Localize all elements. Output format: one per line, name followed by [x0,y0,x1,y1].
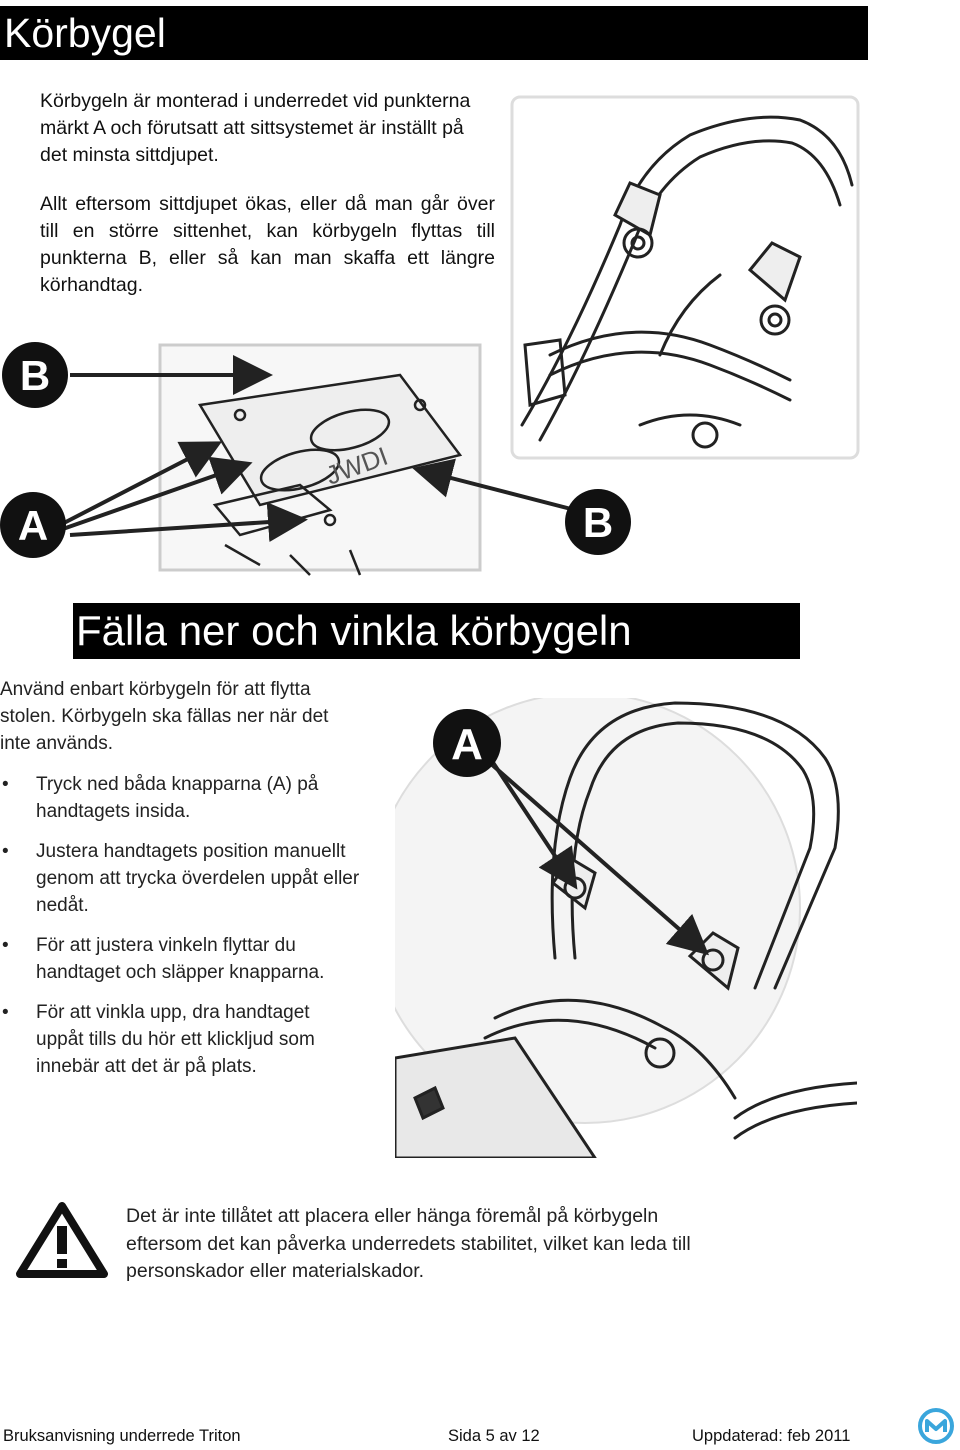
instructions-list: •Tryck ned båda knapparna (A) på handtag… [0,771,360,1080]
svg-text:A: A [18,502,48,549]
page-title: Körbygel [4,10,166,56]
section-title-bar: Fälla ner och vinkla körbygeln [73,603,800,659]
mounting-points-illustration: JWDI B A B [0,335,650,580]
bullet: • [2,1002,9,1023]
list-item: •Tryck ned båda knapparna (A) på handtag… [0,771,360,825]
title-bar: Körbygel [0,6,868,60]
bullet: • [2,935,9,956]
label-b-right: B [565,489,631,555]
intro-paragraph-1: Körbygeln är monterad i underredet vid p… [40,90,471,166]
label-b-top: B [2,342,68,408]
svg-text:B: B [20,352,50,399]
bullet: • [2,841,9,862]
footer-title: Bruksanvisning underrede Triton [3,1427,241,1445]
warning-text: Det är inte tillåtet att placera eller h… [126,1205,691,1282]
label-a-left: A [0,492,66,558]
list-item: •För att justera vinkeln flyttar du hand… [0,932,360,986]
handle-joints-illustration [510,95,860,460]
bullet: • [2,774,9,795]
intro-paragraph-2: Allt eftersom sittdjupet ökas, eller då … [40,193,495,296]
svg-text:B: B [583,499,613,546]
warning-triangle-icon [14,1200,110,1280]
updated-date: Uppdaterad: feb 2011 [692,1427,851,1445]
handle-adjustment-illustration: A [395,698,857,1158]
svg-text:A: A [451,720,483,769]
instructions-lead: Använd enbart körbygeln för att flytta s… [0,679,329,754]
label-a-handle: A [433,709,501,777]
list-item: •För att vinkla upp, dra handtaget uppåt… [0,999,360,1080]
footer: Bruksanvisning underrede Triton Sida 5 a… [0,1427,960,1449]
page-number: Sida 5 av 12 [448,1427,540,1445]
intro-text: Körbygeln är monterad i underredet vid p… [40,88,495,321]
m-logo-icon [918,1408,954,1444]
section-title: Fälla ner och vinkla körbygeln [76,607,632,654]
instructions: Använd enbart körbygeln för att flytta s… [0,676,360,1093]
list-item: •Justera handtagets position manuellt ge… [0,838,360,919]
